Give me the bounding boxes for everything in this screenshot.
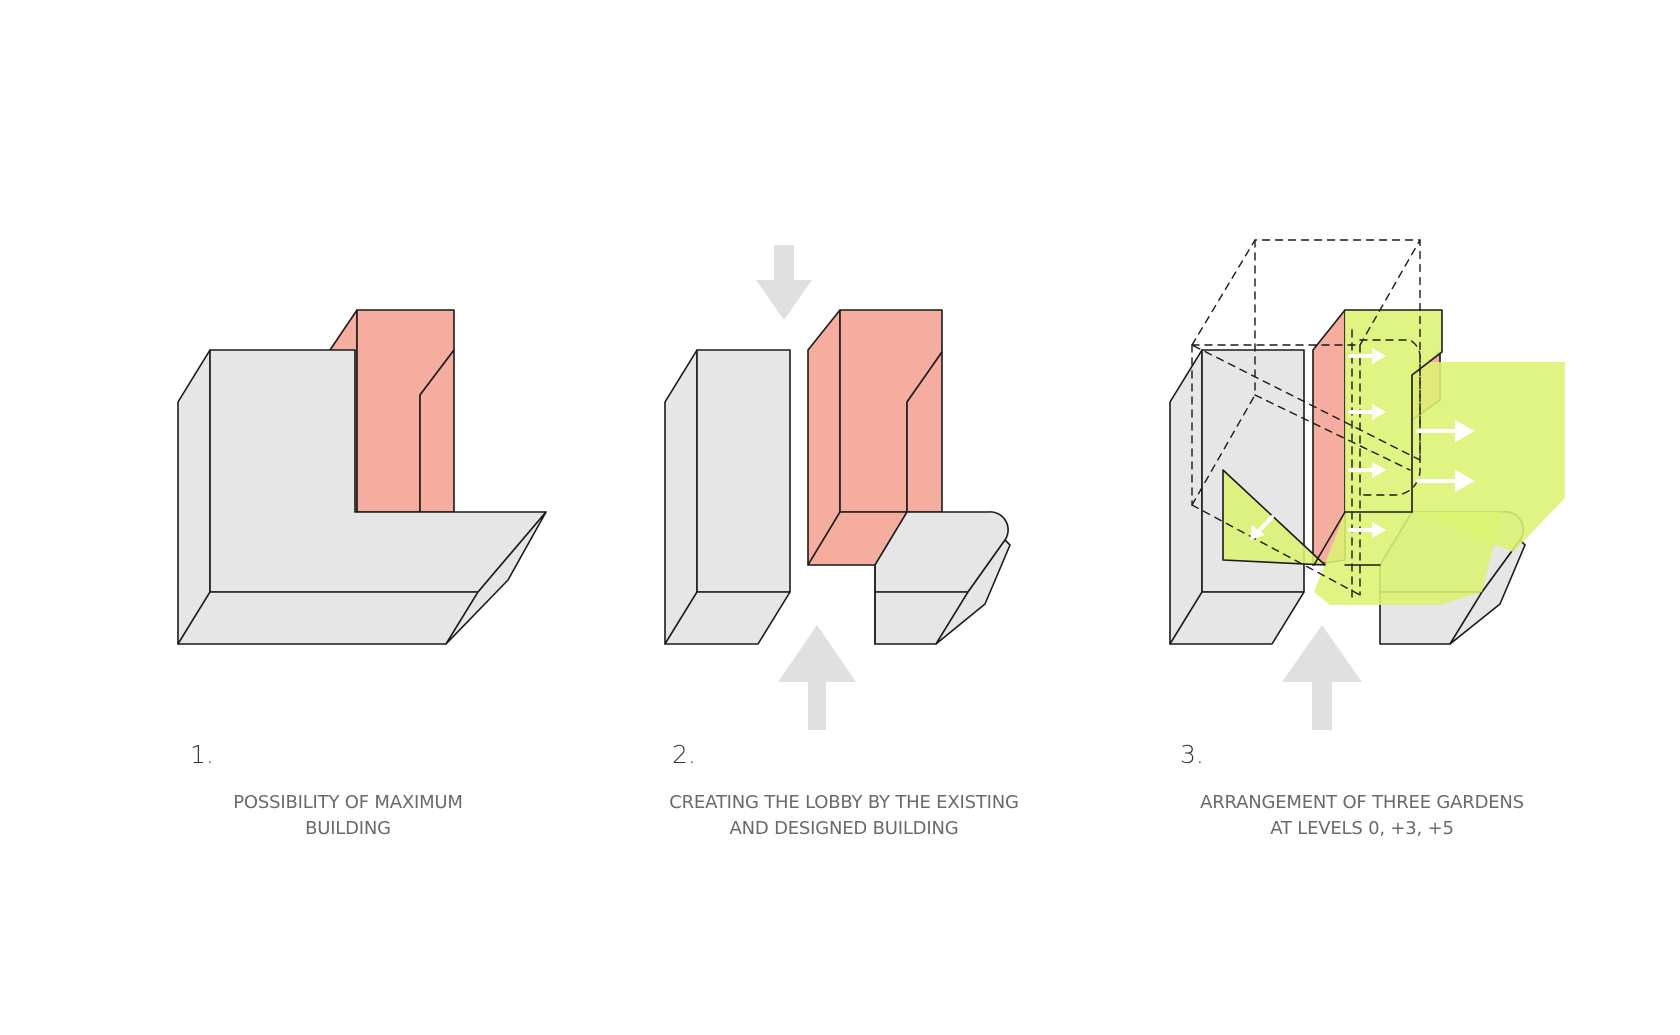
flow-arrow-1 (1348, 348, 1386, 364)
flow-arrow-4 (1348, 522, 1386, 538)
flow-arrow-6 (1416, 470, 1475, 492)
step-1-caption-line2: BUILDING (305, 818, 391, 839)
flow-arrow-7 (1250, 515, 1274, 540)
step-3-caption-line1: ARRANGEMENT OF THREE GARDENS (1200, 792, 1524, 813)
step-3-number: 3. (1180, 740, 1204, 769)
step-2-number: 2. (672, 740, 696, 769)
step-3-diagram (1169, 239, 1565, 645)
step-3-flow-arrows (1250, 348, 1475, 540)
garden-right-plane (1412, 362, 1565, 552)
step-2-caption: CREATING THE LOBBY BY THE EXISTING AND D… (614, 790, 1074, 842)
garden-upper-wing (1345, 310, 1442, 512)
step-2-diagram (664, 309, 1011, 645)
step-3-caption-line2: AT LEVELS 0, +3, +5 (1270, 818, 1454, 839)
step-2-lobby-volume (807, 309, 943, 566)
step-2-caption-line2: AND DESIGNED BUILDING (729, 818, 959, 839)
step-2-designed-block (874, 511, 1011, 645)
step-1-main-volume (177, 349, 547, 645)
flow-arrow-2 (1348, 404, 1386, 420)
step-3-arrow-up (1282, 625, 1362, 730)
step-1-number: 1. (190, 740, 214, 769)
step-3-caption: ARRANGEMENT OF THREE GARDENS AT LEVELS 0… (1132, 790, 1592, 842)
flow-arrow-3 (1348, 462, 1386, 478)
garden-ground-plane (1314, 512, 1502, 605)
step-1-caption: POSSIBILITY OF MAXIMUM BUILDING (118, 790, 578, 842)
step-1-caption-line1: POSSIBILITY OF MAXIMUM (233, 792, 463, 813)
step-1-diagram (177, 309, 547, 645)
flow-arrow-5 (1416, 420, 1475, 442)
step-2-arrow-down (756, 245, 812, 320)
step-2-arrow-up (778, 625, 856, 730)
step-2-existing-block (664, 349, 791, 645)
step-2-caption-line1: CREATING THE LOBBY BY THE EXISTING (669, 792, 1019, 813)
step-3-dashed-envelope (1191, 239, 1421, 601)
